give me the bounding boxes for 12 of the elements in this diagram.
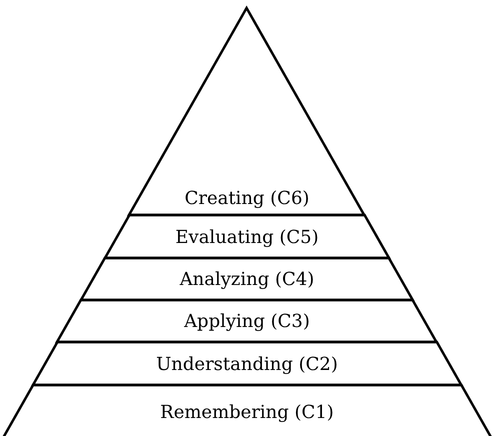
level-label: Creating (C6) bbox=[184, 188, 310, 209]
level-label: Remembering (C1) bbox=[159, 402, 335, 422]
level-label: Analyzing (C4) bbox=[178, 269, 316, 290]
pyramid-apex bbox=[129, 8, 365, 215]
pyramid-level bbox=[105, 215, 389, 258]
pyramid-level bbox=[32, 342, 462, 385]
level-label: Applying (C3) bbox=[183, 311, 311, 332]
level-label: Evaluating (C5) bbox=[174, 226, 320, 248]
pyramid-level bbox=[57, 300, 437, 342]
pyramid-level bbox=[2, 385, 492, 436]
pyramid-level bbox=[81, 258, 413, 300]
level-label: Understanding (C2) bbox=[155, 354, 339, 374]
